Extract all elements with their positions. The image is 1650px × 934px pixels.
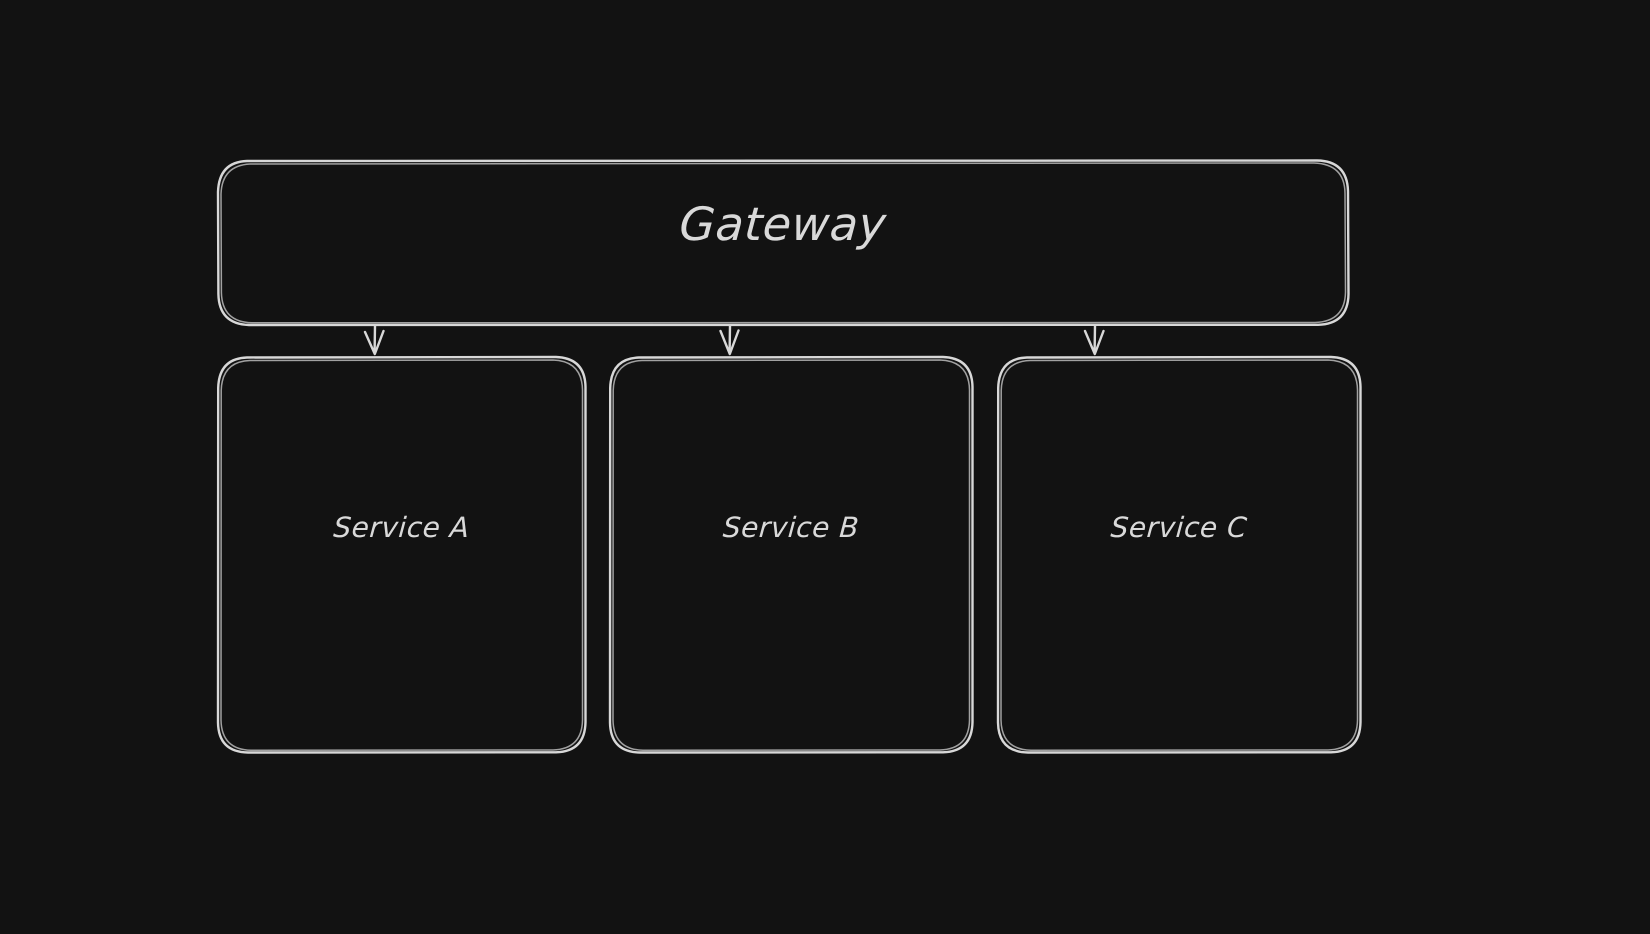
gateway-to-service-b-arrow[interactable] [719, 324, 740, 356]
service-c-node-label: Service C [1109, 511, 1249, 544]
gateway-to-service-a-arrow[interactable] [363, 324, 385, 356]
service-a-node-label: Service A [332, 511, 471, 544]
service-c-node-shape[interactable] [996, 355, 1362, 754]
service-b-node-label: Service B [721, 511, 861, 544]
gateway-node-shape[interactable] [216, 159, 1350, 327]
service-b-node-shape[interactable] [608, 355, 974, 754]
gateway-to-service-c-arrow[interactable] [1083, 324, 1105, 356]
service-a-node-shape[interactable] [216, 355, 587, 754]
gateway-node-label: Gateway [677, 197, 889, 251]
